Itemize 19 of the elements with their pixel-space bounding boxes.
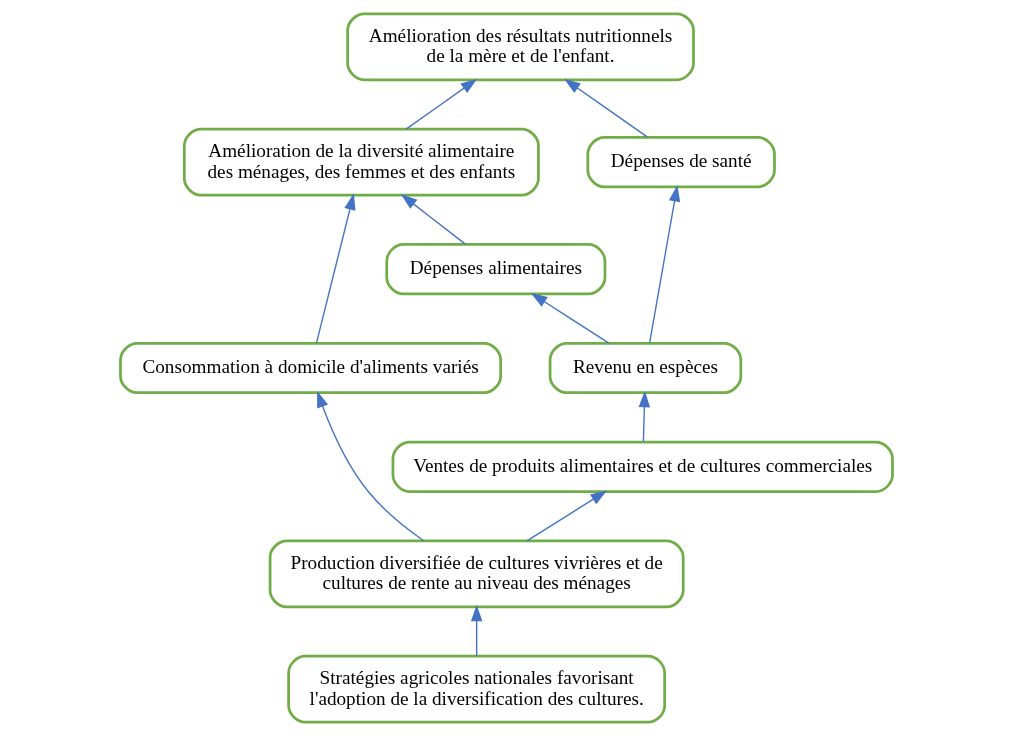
arrow: [400, 194, 466, 245]
node-box: Consommation à domicile d'aliments variés: [118, 341, 502, 395]
arrow: [638, 390, 650, 443]
node-box: Amélioration des résultats nutritionnels de la mère et de l'enfant.: [345, 12, 695, 82]
node-box: Dépenses alimentaires: [384, 243, 606, 296]
node-box: Revenu en espèces: [548, 341, 742, 395]
node-box: Amélioration de la diversité alimentaire des ménages, des femmes et des enfants: [182, 127, 540, 197]
node-box: Production diversifiée de cultures vivrières et de cultures de rente au niveau des ménages: [268, 539, 685, 609]
arrow: [530, 293, 610, 344]
arrow: [316, 390, 424, 542]
arrow: [525, 490, 607, 542]
arrow: [404, 78, 477, 130]
node-box: Stratégies agricoles nationales favorisant l'adoption de la diversification des cultures.: [286, 654, 666, 724]
node-box: Dépenses de santé: [585, 136, 776, 189]
arrow: [470, 604, 482, 657]
node-box: Ventes de produits alimentaires et de cultures commerciales: [391, 440, 894, 493]
arrow: [315, 193, 355, 344]
arrow: [648, 185, 680, 344]
arrow: [563, 78, 648, 138]
